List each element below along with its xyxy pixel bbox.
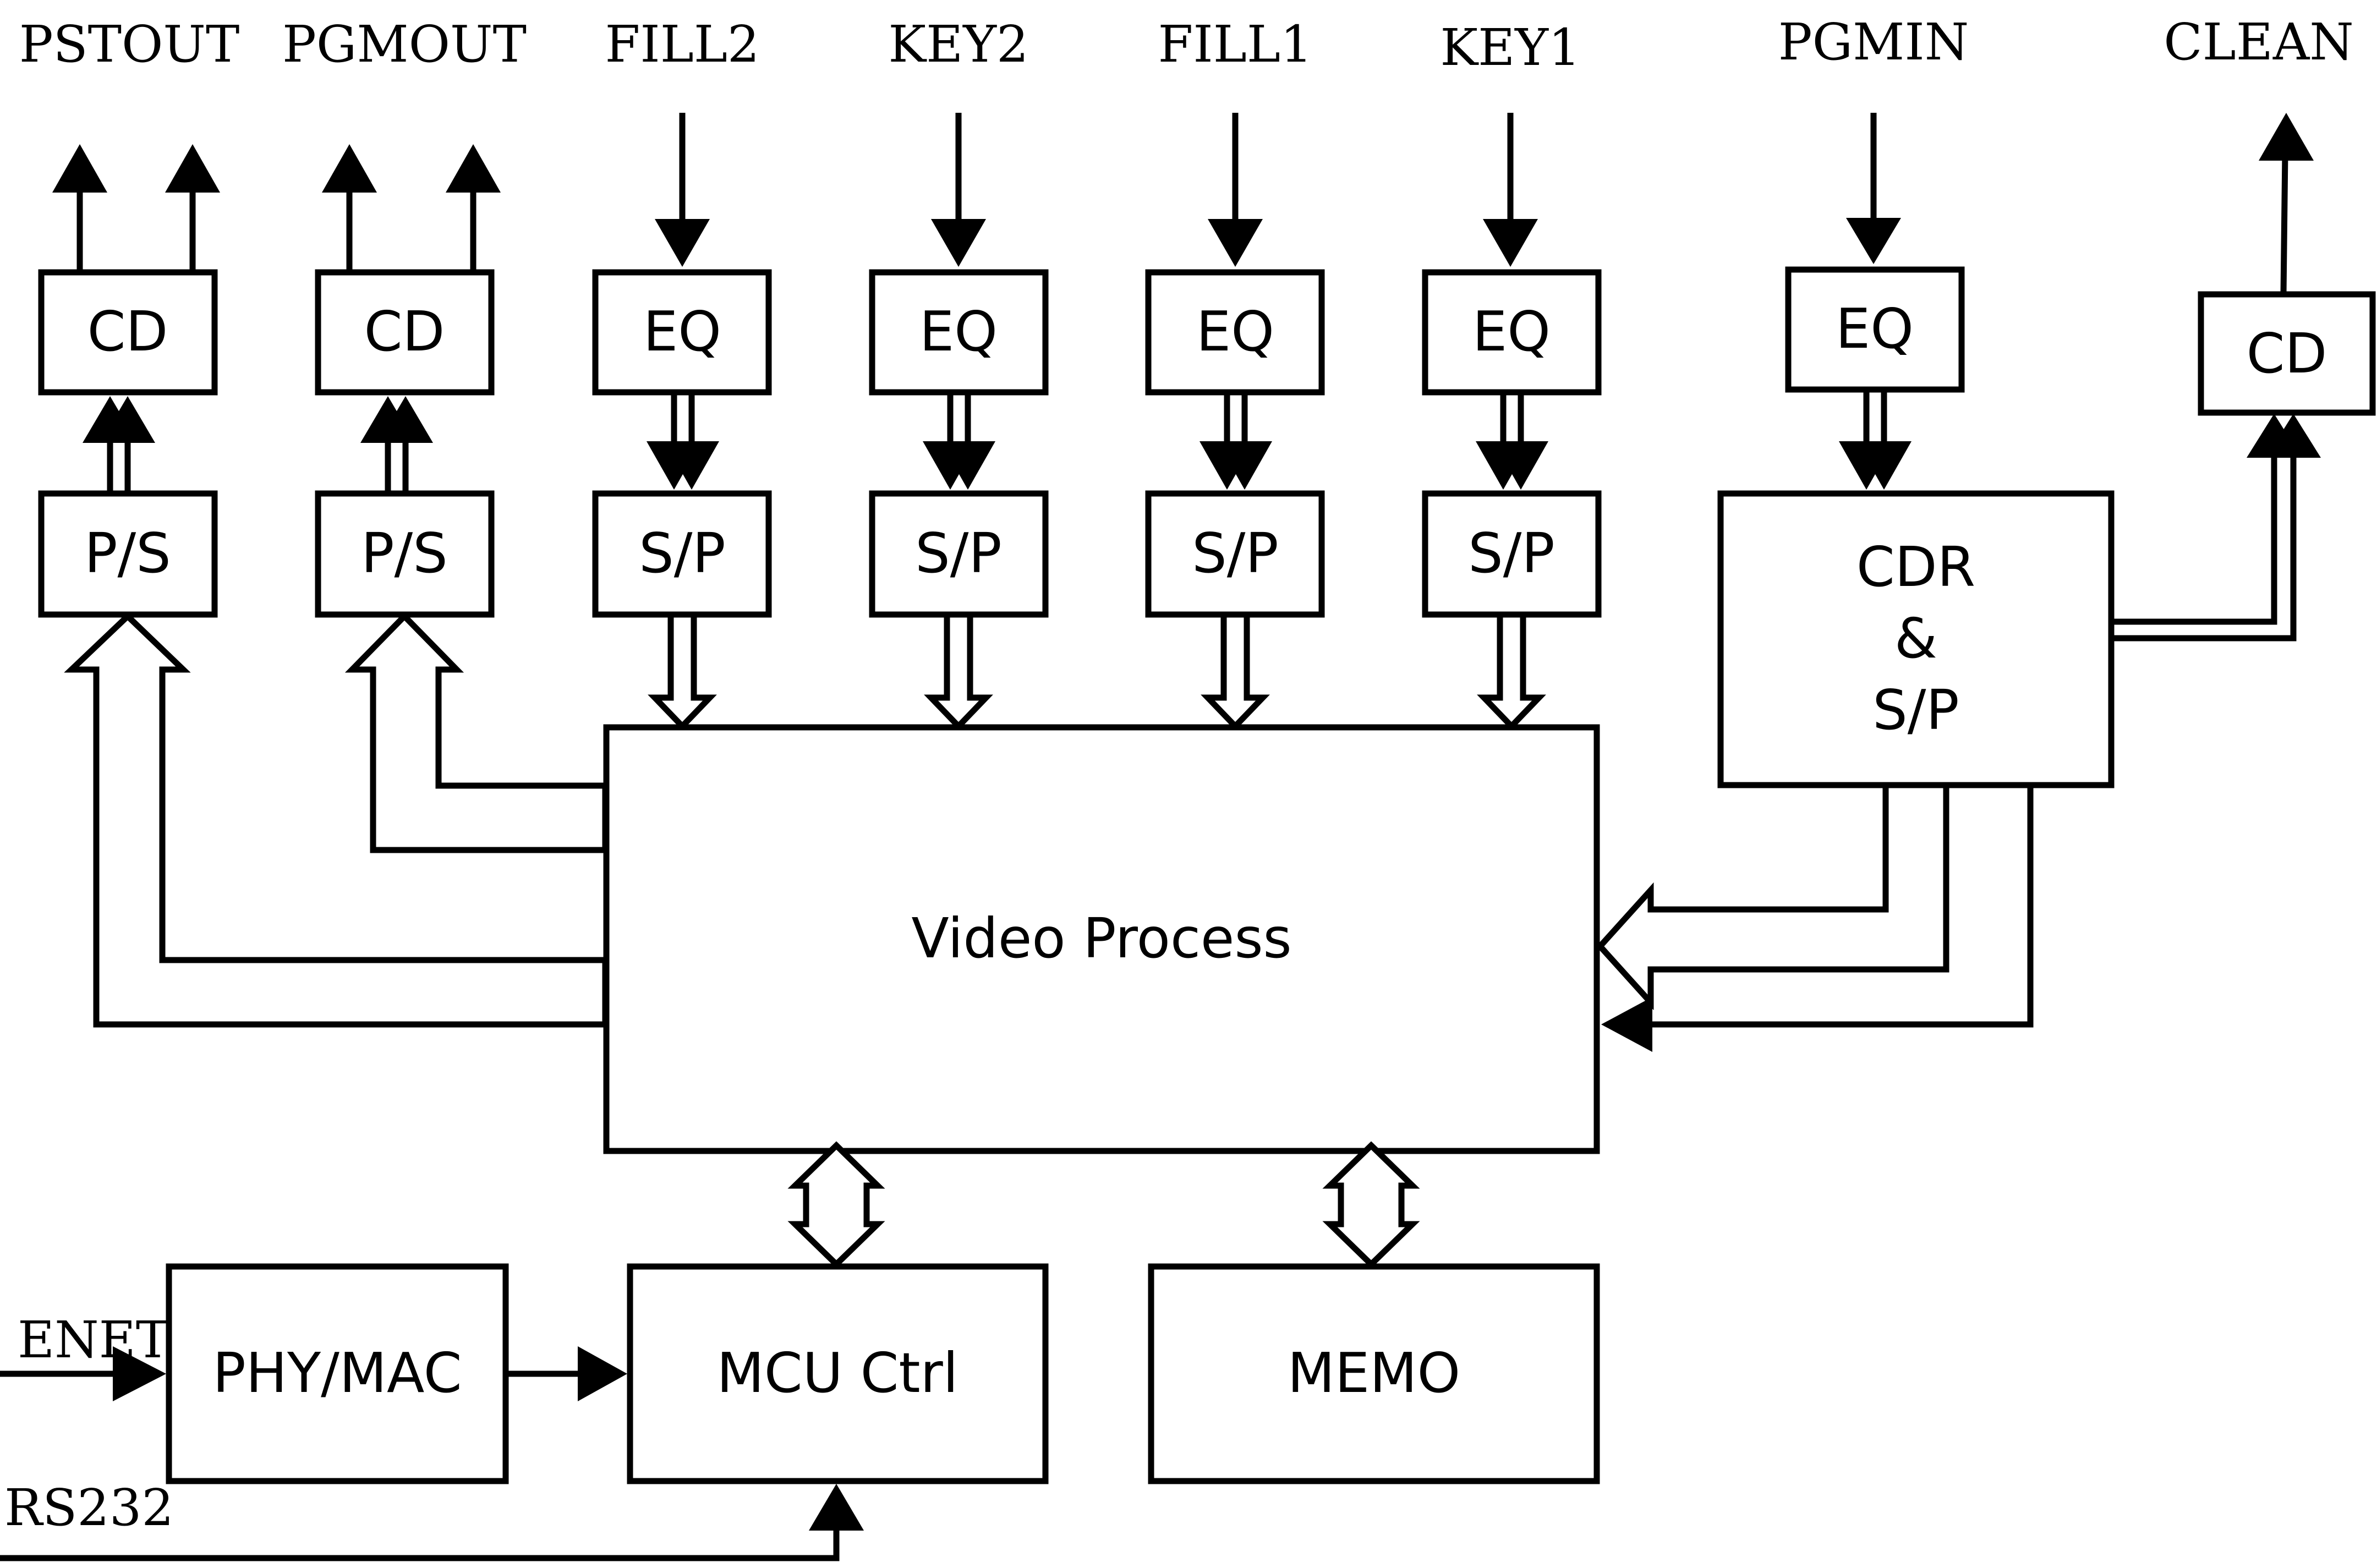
phy-mac-label: PHY/MAC xyxy=(212,1341,462,1405)
eq-label-fill2: EQ xyxy=(643,299,721,364)
double-arrow-ps-to-cd-pgmout xyxy=(360,396,433,494)
signal-label-rs232: RS232 xyxy=(4,1478,174,1537)
arrow-enet-input xyxy=(0,1346,166,1401)
bus-arrow-sp-fill2-to-video xyxy=(648,611,717,731)
cd-label-clean: CD xyxy=(2247,321,2327,386)
bus-arrow-sp-key1-to-video xyxy=(1477,611,1546,731)
memo-block xyxy=(1148,1263,1600,1484)
bus-arrow-video-to-ps-pgmout xyxy=(344,612,609,853)
single-arrow-cdr-to-video xyxy=(1601,785,2034,1052)
ps-label-pstout: P/S xyxy=(84,521,171,585)
double-arrow-eq-to-sp-key1 xyxy=(1476,392,1548,490)
signal-label-pgmin: PGMIN xyxy=(1778,13,1969,72)
double-bus-cdr-to-cd-clean xyxy=(2111,414,2321,642)
bidirectional-bus-video-memo xyxy=(1322,1141,1420,1269)
double-arrow-eq-to-sp-key2 xyxy=(923,392,995,490)
input-arrow-fill1 xyxy=(1208,113,1263,267)
signal-label-fill1: FILL1 xyxy=(1158,15,1313,74)
output-arrow-clean xyxy=(2259,113,2314,295)
sp-label-fill1: S/P xyxy=(1192,521,1278,585)
signal-label-enet: ENET xyxy=(18,1311,169,1369)
double-arrow-eq-to-sp-fill2 xyxy=(647,392,719,490)
mcu-ctrl-block xyxy=(627,1263,1049,1484)
eq-label-pgmin: EQ xyxy=(1836,297,1914,361)
signal-label-key1: KEY1 xyxy=(1440,18,1580,77)
cd-label-pgmout: CD xyxy=(364,299,445,364)
bus-arrow-sp-key2-to-video xyxy=(924,611,993,731)
eq-block-key2 xyxy=(869,269,1049,396)
input-arrow-key2 xyxy=(931,113,986,267)
double-arrow-ps-to-cd-pstout xyxy=(83,396,155,494)
signal-label-key2: KEY2 xyxy=(888,15,1028,74)
sp-label-fill2: S/P xyxy=(639,521,725,585)
ps-block-pstout xyxy=(38,490,218,618)
sp-block-fill1 xyxy=(1145,490,1325,618)
cd-block-pstout xyxy=(38,269,218,396)
input-arrow-fill2 xyxy=(655,113,710,267)
cd-label-pstout: CD xyxy=(87,299,168,364)
ps-block-pgmout xyxy=(315,490,495,618)
memo-label: MEMO xyxy=(1288,1341,1460,1405)
eq-block-key1 xyxy=(1422,269,1602,396)
ps-label-pgmout: P/S xyxy=(361,521,447,585)
output-arrows-pgmout xyxy=(322,144,501,272)
cdr-label-line1: CDR xyxy=(1856,535,1975,599)
input-arrow-key1 xyxy=(1483,113,1538,267)
eq-block-pgmin xyxy=(1785,266,1965,393)
bidirectional-bus-video-mcu xyxy=(787,1141,885,1269)
eq-label-key1: EQ xyxy=(1472,299,1551,364)
eq-label-fill1: EQ xyxy=(1196,299,1274,364)
sp-label-key2: S/P xyxy=(915,521,1001,585)
cd-block-clean xyxy=(2198,291,2376,416)
arrow-rs232-input xyxy=(0,1484,864,1561)
phy-mac-block xyxy=(166,1263,509,1484)
eq-block-fill1 xyxy=(1145,269,1325,396)
bus-arrow-sp-fill1-to-video xyxy=(1201,611,1270,731)
video-process-block xyxy=(603,724,1600,1154)
eq-label-key2: EQ xyxy=(919,299,998,364)
input-arrow-pgmin xyxy=(1846,113,1901,264)
sp-block-fill2 xyxy=(592,490,772,618)
double-arrow-eq-to-cdr-pgmin xyxy=(1839,390,1912,490)
signal-label-pstout: PSTOUT xyxy=(19,15,240,74)
double-arrow-eq-to-sp-fill1 xyxy=(1200,392,1272,490)
cdr-label-line2: & xyxy=(1894,606,1937,671)
video-process-label: Video Process xyxy=(911,906,1291,971)
cdr-label-line3: S/P xyxy=(1872,678,1959,742)
signal-label-pgmout: PGMOUT xyxy=(282,15,527,74)
signal-label-fill2: FILL2 xyxy=(605,15,760,74)
bus-arrow-cdr-to-video xyxy=(1596,782,1949,1011)
arrow-phy-to-mcu xyxy=(506,1346,627,1401)
output-arrows-pstout xyxy=(52,144,220,272)
sp-label-key1: S/P xyxy=(1468,521,1554,585)
cd-block-pgmout xyxy=(315,269,495,396)
bus-arrow-video-to-ps-pstout xyxy=(64,612,609,1028)
signal-label-clean: CLEAN xyxy=(2164,13,2354,72)
cdr-sp-block xyxy=(1717,490,2115,788)
mcu-ctrl-label: MCU Ctrl xyxy=(716,1341,958,1405)
eq-block-fill2 xyxy=(592,269,772,396)
